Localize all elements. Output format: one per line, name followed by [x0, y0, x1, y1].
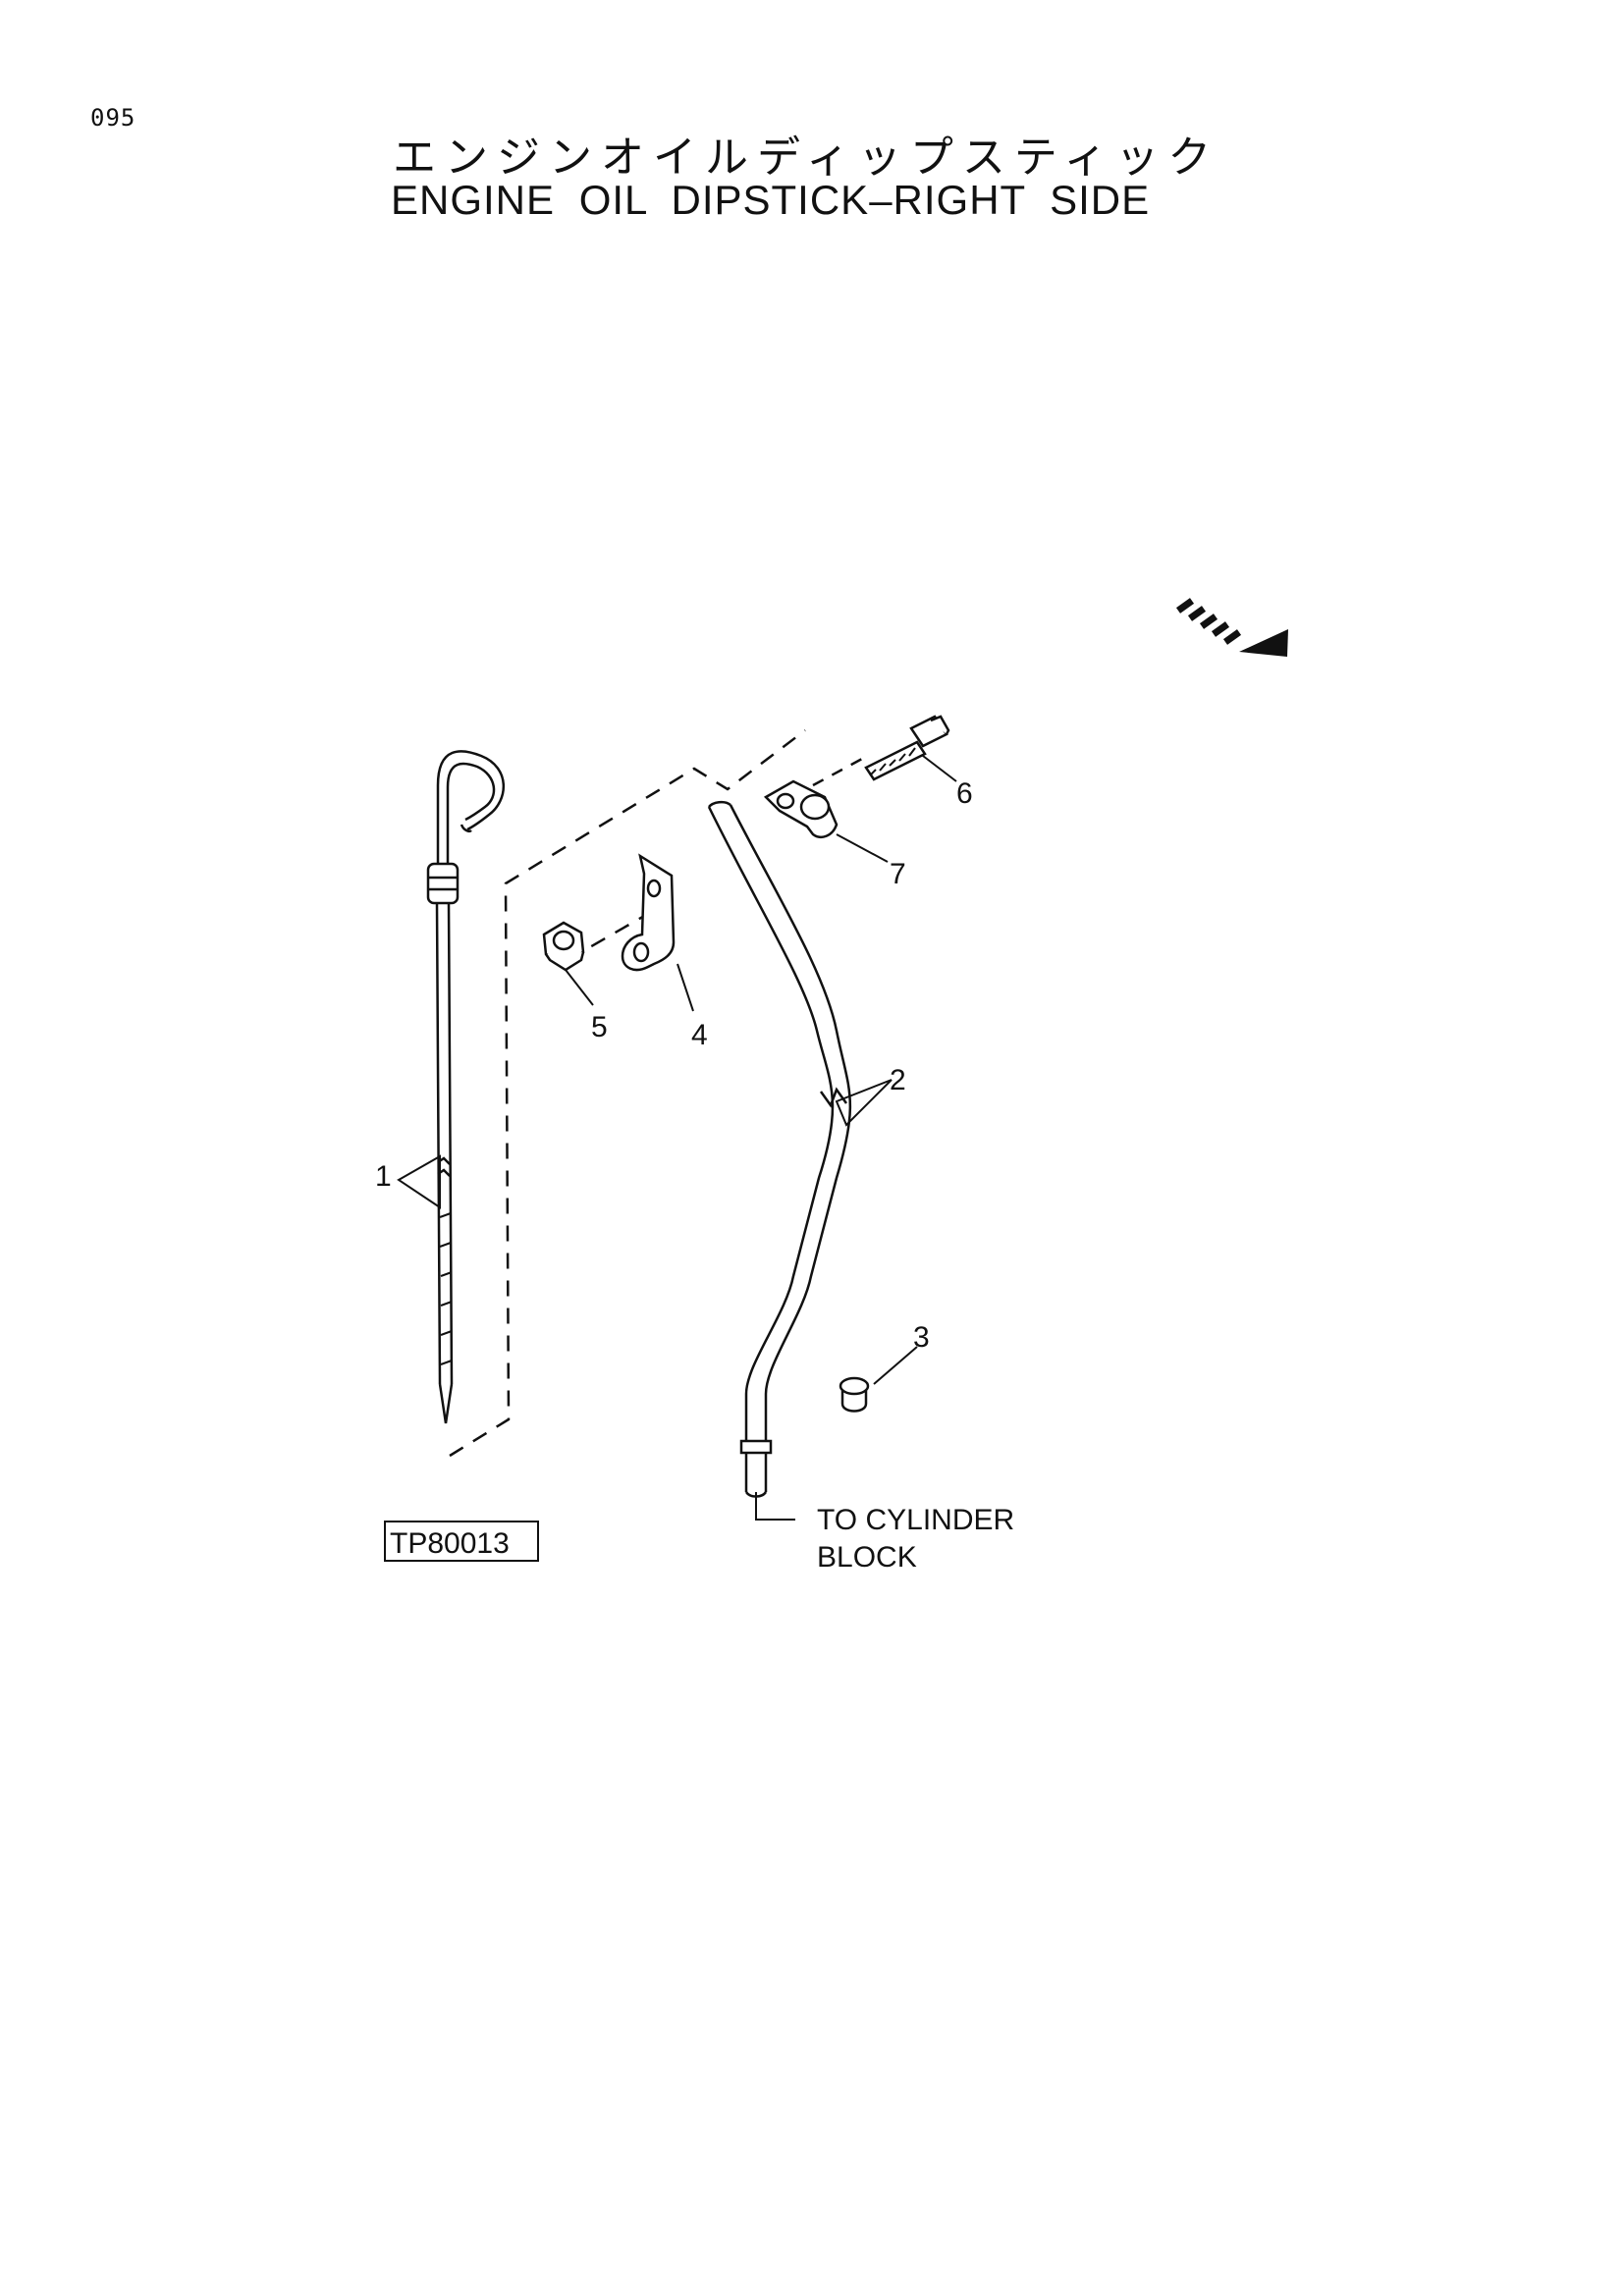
- assembly-dashed-line: [449, 729, 806, 1458]
- figure-id-box: [384, 1521, 539, 1562]
- page-title-japanese: エンジンオイルディップスティック: [393, 133, 1220, 182]
- front-direction-arrow-icon: [1175, 598, 1288, 657]
- page-title-english: ENGINE OIL DIPSTICK–RIGHT SIDE: [391, 177, 1151, 223]
- bracket-part: [621, 853, 676, 972]
- page-number: 095: [90, 104, 136, 132]
- figure-id: TP80013: [390, 1527, 510, 1560]
- flange-bolt-part: [864, 715, 950, 781]
- callout-6: 6: [956, 777, 973, 810]
- callout-7: 7: [890, 858, 906, 890]
- callout-3: 3: [913, 1321, 930, 1354]
- callout-2: 2: [890, 1064, 906, 1096]
- note-block: BLOCK: [817, 1541, 917, 1574]
- clamp-part: [763, 779, 839, 838]
- assembly-dashed-line-bolt: [812, 757, 863, 787]
- callout-4: 4: [691, 1019, 708, 1051]
- guide-tube-part: [707, 800, 852, 1498]
- flange-nut-part: [542, 921, 585, 972]
- callout-1: 1: [375, 1160, 392, 1193]
- callout-5: 5: [591, 1011, 608, 1043]
- leader-lines: [397, 755, 957, 1521]
- note-to-cylinder: TO CYLINDER: [817, 1504, 1014, 1536]
- dipstick-part: [426, 750, 505, 1424]
- cap-part: [839, 1376, 870, 1413]
